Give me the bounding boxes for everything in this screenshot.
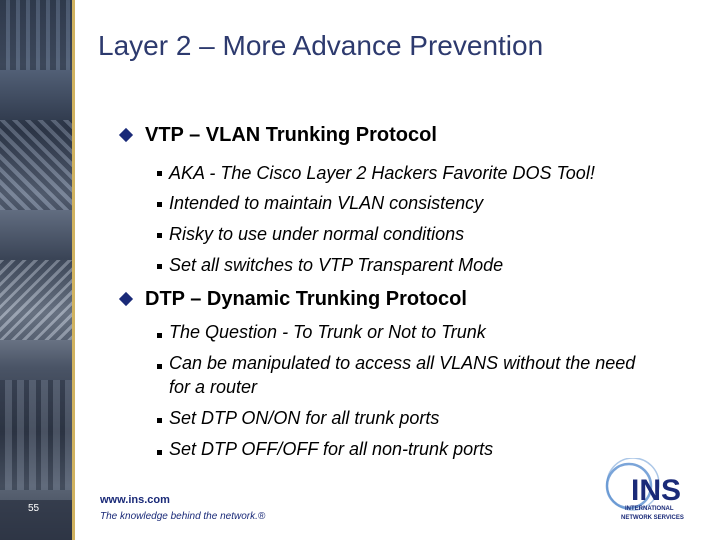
slide-title: Layer 2 – More Advance Prevention — [98, 30, 544, 61]
square-bullet-icon — [157, 264, 162, 269]
bullet-item: Can be manipulated to access all VLANS w… — [169, 353, 636, 397]
diamond-bullet-icon — [118, 291, 134, 307]
square-bullet-icon — [157, 171, 162, 176]
logo-line-2: NETWORK SERVICES — [621, 515, 684, 521]
footer-url: www.ins.com — [100, 494, 170, 506]
gold-divider-line — [72, 0, 75, 540]
bullet-heading-dtp: DTP – Dynamic Trunking Protocol — [145, 288, 467, 310]
bullet-item: The Question - To Trunk or Not to Trunk — [169, 322, 486, 342]
square-bullet-icon — [157, 364, 162, 369]
decorative-photo-strip — [0, 0, 72, 540]
square-bullet-icon — [157, 333, 162, 338]
footer-tagline: The knowledge behind the network.® — [100, 511, 266, 522]
ins-logo: INS INTERNATIONAL NETWORK SERVICES — [605, 458, 684, 521]
square-bullet-icon — [157, 233, 162, 238]
logo-line-1: INTERNATIONAL — [625, 506, 674, 512]
page-number: 55 — [28, 503, 40, 514]
bullet-item: Risky to use under normal conditions — [169, 224, 465, 244]
square-bullet-icon — [157, 450, 162, 455]
square-bullet-icon — [157, 202, 162, 207]
logo-wordmark: INS — [631, 474, 681, 507]
bullet-item: Set DTP OFF/OFF for all non-trunk ports — [169, 439, 494, 459]
bullet-item: Set all switches to VTP Transparent Mode — [169, 255, 504, 275]
diamond-bullet-icon — [118, 127, 134, 143]
bullet-item: Set DTP ON/ON for all trunk ports — [169, 408, 440, 428]
bullet-item: Intended to maintain VLAN consistency — [169, 193, 484, 213]
square-bullet-icon — [157, 418, 162, 423]
bullet-heading-vtp: VTP – VLAN Trunking Protocol — [145, 124, 437, 146]
bullet-item: AKA - The Cisco Layer 2 Hackers Favorite… — [169, 163, 595, 183]
